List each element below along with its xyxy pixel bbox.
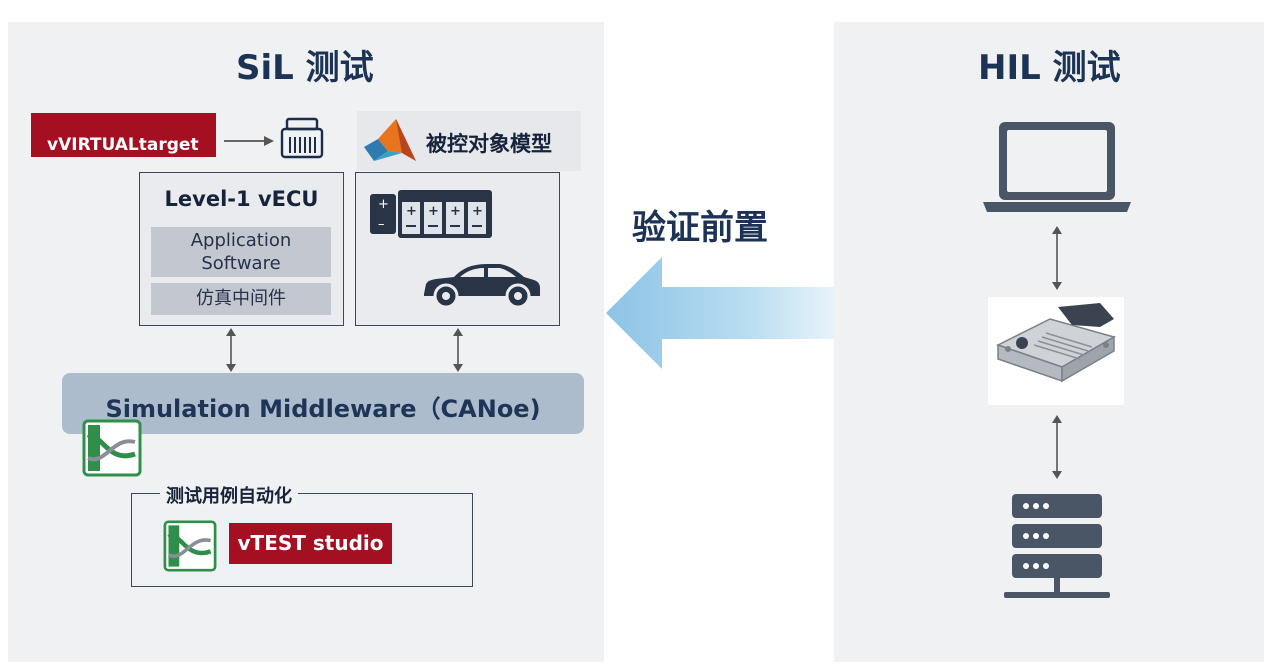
server-rack-icon bbox=[1004, 494, 1110, 598]
shift-left-label: 验证前置 bbox=[632, 208, 768, 248]
vteststudio-logo-icon bbox=[163, 520, 217, 572]
simulation-middleware-bar: Simulation Middleware（CANoe) bbox=[62, 373, 584, 434]
simulation-middleware-layer: 仿真中间件 bbox=[151, 283, 331, 315]
shift-left-arrow bbox=[606, 257, 834, 369]
svg-text:+: + bbox=[378, 197, 389, 212]
arrow-to-chip-icon bbox=[224, 136, 274, 146]
svg-text:+: + bbox=[472, 204, 483, 219]
vecu-middleware-connector bbox=[226, 328, 236, 372]
matlab-logo-icon bbox=[364, 119, 416, 161]
svg-text:–: – bbox=[378, 217, 385, 232]
hil-title: HIL 测试 bbox=[978, 48, 1121, 88]
ecu-hardware-icon bbox=[988, 297, 1124, 405]
test-automation-title: 测试用例自动化 bbox=[160, 482, 298, 508]
ecu-chip-icon bbox=[280, 117, 324, 159]
battery-pack-icon: + – + + + + bbox=[370, 190, 492, 238]
ecu-server-connector bbox=[1052, 415, 1062, 479]
laptop-icon bbox=[983, 122, 1131, 212]
vvirtualtarget-label: vVIRTUALtarget bbox=[31, 113, 216, 157]
vecu-box: Level-1 vECU Application Software 仿真中间件 bbox=[139, 172, 344, 326]
canoe-logo-icon bbox=[82, 419, 142, 477]
simulation-middleware-label: Simulation Middleware（CANoe) bbox=[105, 395, 541, 423]
laptop-ecu-connector bbox=[1052, 226, 1062, 290]
svg-text:+: + bbox=[428, 204, 439, 219]
sil-title: SiL 测试 bbox=[236, 48, 374, 88]
svg-text:+: + bbox=[450, 204, 461, 219]
svg-text:+: + bbox=[406, 204, 417, 219]
plant-model-title: 被控对象模型 bbox=[426, 132, 552, 156]
vecu-title: Level-1 vECU bbox=[164, 187, 319, 211]
vteststudio-label: vTEST studio bbox=[229, 523, 392, 564]
vvirtualtarget-text: vVIRTUALtarget bbox=[47, 135, 199, 155]
application-software-layer: Application Software bbox=[151, 227, 331, 277]
plant-middleware-connector bbox=[453, 328, 463, 372]
car-icon bbox=[424, 264, 540, 309]
